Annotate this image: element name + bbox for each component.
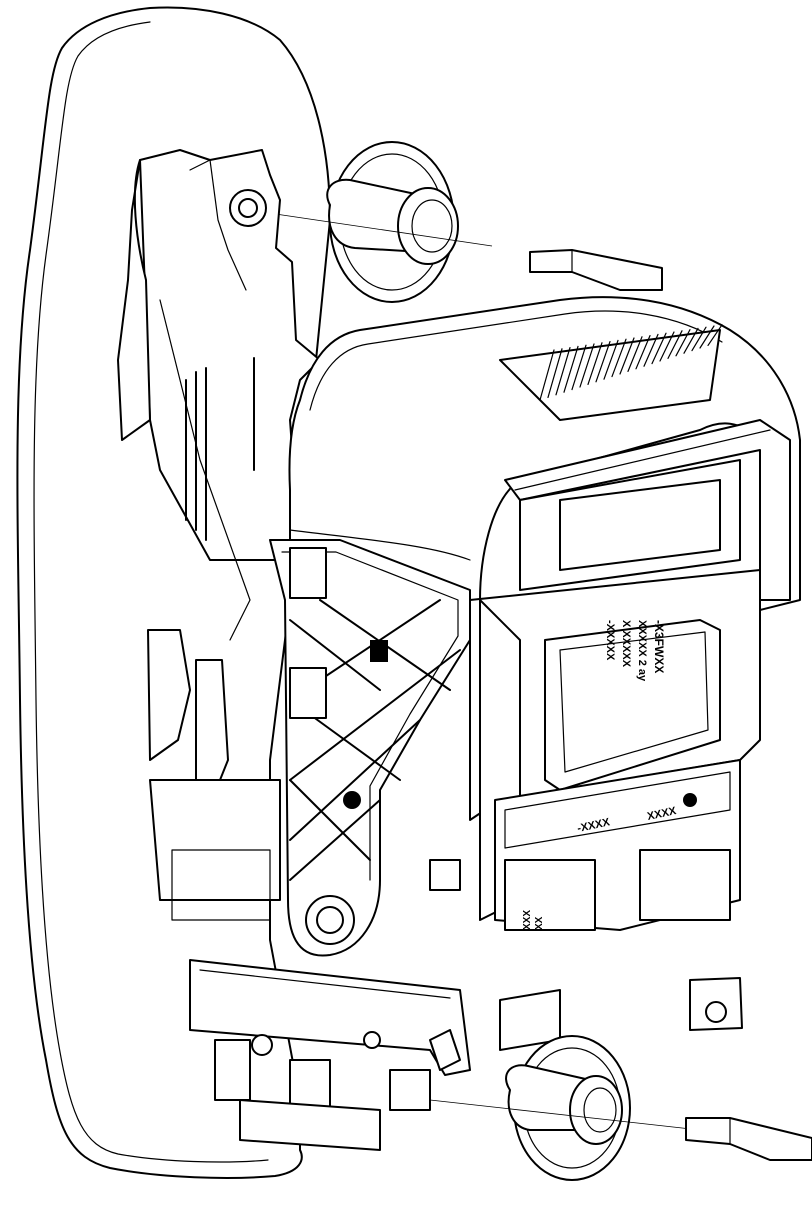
hood-rib: [587, 342, 603, 385]
hood-rib: [595, 341, 611, 383]
small-tag-text-2: XX: [534, 916, 545, 930]
hood-rib: [659, 331, 675, 362]
top-panel-line-2: XXXXX 2 ay: [636, 620, 648, 682]
hood-rib: [699, 325, 715, 349]
left-side-bracket: [117, 149, 321, 641]
left-clips: [147, 629, 281, 921]
small-tag-text-1: XXX: [522, 910, 533, 930]
lower-loose-clip: [685, 1117, 812, 1161]
lattice-frame: [269, 539, 471, 957]
hood-rib: [627, 336, 643, 372]
hood-rib: [571, 344, 587, 391]
hood-rib: [667, 330, 683, 359]
hood-rib: [563, 345, 579, 393]
top-label-panel: -X3FWXX XXXXX 2 ay X XXXXX -XXXXX: [544, 619, 721, 791]
hood-rib: [579, 343, 595, 388]
hood-rib: [643, 333, 659, 367]
hood-ribs: [499, 324, 723, 421]
bottom-mount-plate: [189, 959, 471, 1151]
hood-rib: [635, 335, 651, 370]
lower-bushing: [429, 1035, 701, 1181]
hood-rib: [683, 327, 699, 354]
lower-label-panel: -XXXX XXXX XXX XX: [494, 759, 741, 931]
upper-bushing: [261, 141, 493, 303]
hood-rib: [603, 339, 619, 380]
top-panel-line-1: -X3FWXX: [652, 620, 666, 673]
hood-rib: [555, 347, 571, 396]
right-lower-tabs: [429, 859, 743, 1051]
upper-loose-clip: [529, 249, 663, 291]
hood-rib: [539, 349, 555, 401]
top-panel-line-3: X XXXXX: [620, 620, 632, 668]
hood-rib: [619, 337, 635, 375]
hood-rib: [611, 338, 627, 378]
hood-rib: [691, 326, 707, 352]
hood-rib: [651, 332, 667, 365]
hood-rib: [547, 348, 563, 398]
top-panel-line-4: -XXXXX: [604, 620, 616, 661]
hood-rib: [707, 324, 723, 346]
hood-rib: [675, 329, 691, 357]
